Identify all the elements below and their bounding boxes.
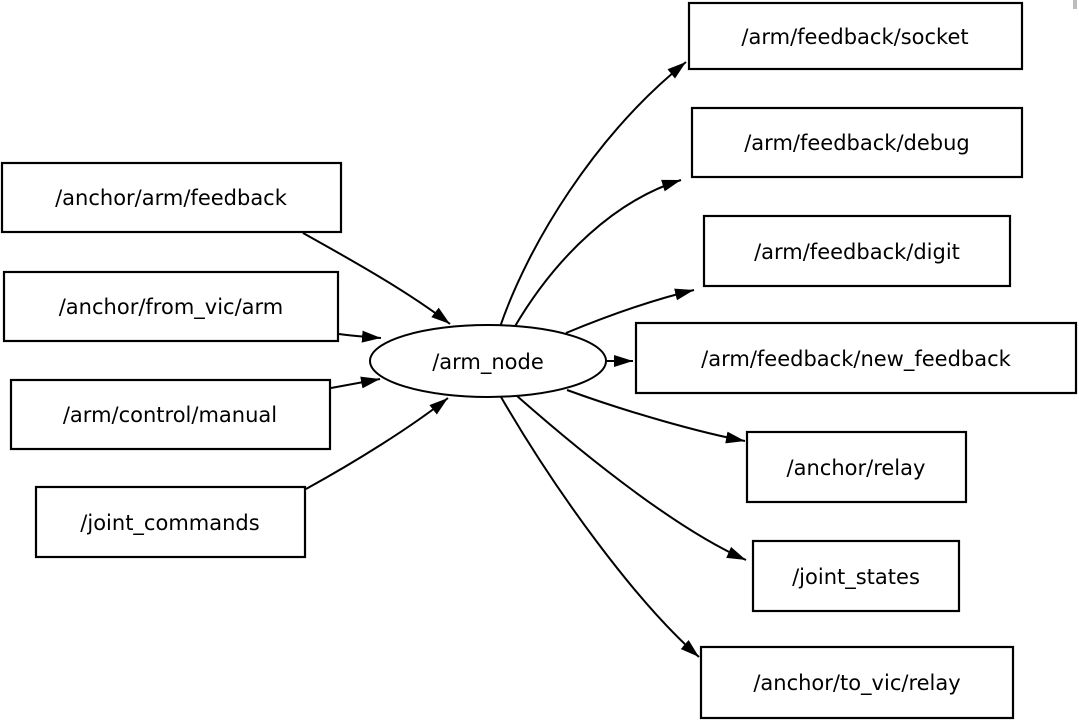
- topic-label-arm-feedback-socket: /arm/feedback/socket: [741, 25, 968, 49]
- edge-arm-node-to-anchor-to-vic-relay: [500, 396, 700, 658]
- node-ellipse-arm-node: [369, 324, 607, 398]
- edge-joint-commands-to-arm-node: [305, 397, 449, 490]
- edge-arm-node-to-arm-feedback-digit: [565, 288, 695, 334]
- topic-label-anchor-relay: /anchor/relay: [787, 456, 926, 480]
- topic-label-joint-commands: /joint_commands: [80, 511, 259, 536]
- topic-node-arm-control-manual: /arm/control/manual: [9, 378, 332, 451]
- ros-node-arm-node: /arm_node: [369, 324, 607, 398]
- topic-node-anchor-from-vic-arm: /anchor/from_vic/arm: [2, 270, 340, 343]
- edge-arm-control-manual-to-arm-node: [330, 376, 381, 389]
- topic-label-arm-control-manual: /arm/control/manual: [63, 403, 277, 427]
- edge-arm-node-to-arm-feedback-debug: [513, 179, 682, 329]
- topic-label-anchor-from-vic-arm: /anchor/from_vic/arm: [59, 295, 284, 320]
- topic-box-arm-feedback-new-feedback: [634, 321, 1078, 395]
- topic-label-anchor-to-vic-relay: /anchor/to_vic/relay: [753, 671, 960, 696]
- topic-box-arm-feedback-socket: [687, 1, 1024, 71]
- topic-node-arm-feedback-socket: /arm/feedback/socket: [687, 1, 1024, 71]
- topic-node-joint-commands: /joint_commands: [34, 485, 307, 559]
- edge-anchor-from-vic-arm-to-arm-node: [338, 330, 382, 343]
- edge-arm-node-to-arm-feedback-socket: [499, 61, 687, 328]
- topic-label-arm-feedback-debug: /arm/feedback/debug: [744, 131, 970, 155]
- edge-arm-node-to-anchor-relay: [566, 389, 746, 444]
- window-edge-artifact: [1073, 0, 1077, 9]
- topic-label-joint-states: /joint_states: [792, 565, 920, 590]
- topic-box-anchor-arm-feedback: [0, 161, 343, 234]
- topic-node-anchor-to-vic-relay: /anchor/to_vic/relay: [699, 645, 1015, 720]
- topic-node-joint-states: /joint_states: [751, 539, 961, 613]
- topic-label-anchor-arm-feedback: /anchor/arm/feedback: [55, 186, 288, 210]
- topic-box-anchor-from-vic-arm: [2, 270, 340, 343]
- topic-node-arm-feedback-digit: /arm/feedback/digit: [702, 214, 1012, 288]
- topic-node-arm-feedback-debug: /arm/feedback/debug: [690, 106, 1024, 179]
- topic-label-arm-feedback-digit: /arm/feedback/digit: [754, 240, 960, 264]
- topic-box-arm-feedback-digit: [702, 214, 1012, 288]
- topic-node-arm-feedback-new-feedback: /arm/feedback/new_feedback: [634, 321, 1078, 395]
- topic-node-anchor-arm-feedback: /anchor/arm/feedback: [0, 161, 343, 234]
- topic-node-anchor-relay: /anchor/relay: [745, 430, 968, 504]
- edge-anchor-arm-feedback-to-arm-node: [302, 232, 451, 325]
- topic-box-arm-control-manual: [9, 378, 332, 451]
- topic-box-arm-feedback-debug: [690, 106, 1024, 179]
- topic-box-joint-commands: [34, 485, 307, 559]
- edge-arm-node-to-joint-states: [516, 395, 747, 561]
- node-label-arm-node: /arm_node: [432, 350, 544, 375]
- topic-box-anchor-relay: [745, 430, 968, 504]
- topic-box-joint-states: [751, 539, 961, 613]
- topic-box-anchor-to-vic-relay: [699, 645, 1015, 720]
- topic-label-arm-feedback-new-feedback: /arm/feedback/new_feedback: [701, 347, 1011, 372]
- edge-group: [302, 61, 747, 658]
